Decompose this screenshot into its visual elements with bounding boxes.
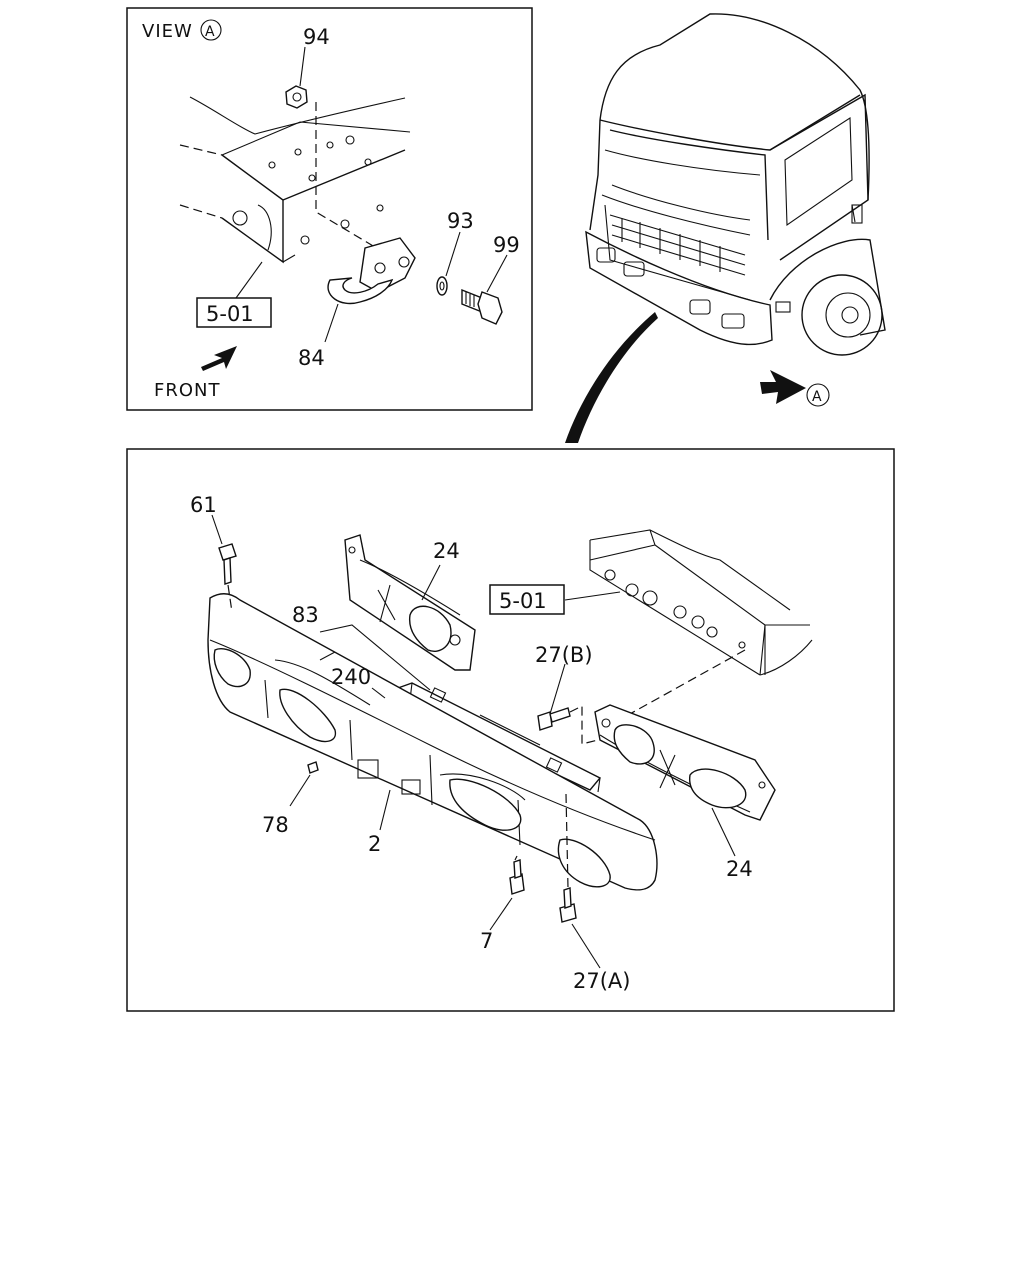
- callout-84: 84: [298, 346, 325, 370]
- callout-7: 7: [480, 929, 493, 953]
- bracket-24-top: [344, 534, 476, 671]
- rail-hole: [300, 235, 310, 245]
- bumper-lamp-right: [557, 838, 611, 888]
- nut-94: [285, 85, 308, 109]
- rail-hole: [340, 219, 350, 229]
- rail-hole: [232, 210, 248, 226]
- callout-2: 2: [368, 832, 381, 856]
- callout-27a: 27(A): [573, 969, 630, 993]
- view-marker-letter: A: [205, 24, 216, 40]
- inset-view-a: VIEW A: [126, 7, 533, 411]
- ref-box-label: 5-01: [206, 302, 254, 326]
- rail-hole: [326, 141, 334, 149]
- bolt-27a: [559, 887, 577, 923]
- ref-box-5-01-main: [489, 584, 565, 615]
- screw-7: [509, 859, 525, 895]
- bolt-99: [461, 288, 503, 325]
- bumper-slot: [401, 779, 421, 795]
- nut-78: [307, 761, 319, 774]
- rail-hole: [294, 148, 302, 156]
- bumper-lamp-mid-right: [449, 778, 522, 831]
- callout-24-right: 24: [726, 857, 753, 881]
- bolt-61: [218, 543, 237, 585]
- main-frame: [126, 448, 895, 1012]
- bumper-lamp: [596, 247, 616, 263]
- rail-hole: [308, 174, 316, 182]
- bumper-lamp: [689, 299, 711, 315]
- rail-hole: [364, 158, 372, 166]
- ref-box-label-main: 5-01: [499, 589, 547, 613]
- callout-61: 61: [190, 493, 217, 517]
- main-exploded-view: 61 24 83 240 27(B) 78 2 7 27(A) 24 5-01: [126, 448, 895, 1012]
- bolt-27b: [537, 707, 571, 731]
- bumper-lamp: [623, 261, 645, 277]
- truck-cab: A: [585, 13, 886, 407]
- connector-curve: [565, 312, 658, 443]
- view-a-arrow-icon: [760, 370, 806, 404]
- bumper-2: [207, 593, 658, 891]
- callout-27b: 27(B): [535, 643, 593, 667]
- bumper-lamp-left: [213, 648, 251, 688]
- callout-94: 94: [303, 25, 330, 49]
- front-arrow-icon: [201, 346, 237, 371]
- rail-hole: [268, 161, 276, 169]
- frame-rail: [179, 96, 411, 264]
- callout-240: 240: [331, 665, 371, 689]
- washer-93: [436, 276, 448, 296]
- bracket-24-right: [594, 704, 776, 821]
- callout-83: 83: [292, 603, 319, 627]
- view-label: VIEW: [142, 21, 193, 42]
- view-marker-circle: [200, 19, 222, 41]
- bumper-slot: [357, 759, 379, 779]
- ref-box-5-01-inset: [196, 297, 272, 328]
- grille: [604, 204, 751, 301]
- callout-99: 99: [493, 233, 520, 257]
- door-badge: [851, 204, 863, 224]
- rail-hole: [376, 204, 384, 212]
- callout-24-top: 24: [433, 539, 460, 563]
- bumper-lamp-mid-left: [279, 688, 337, 743]
- inset-frame: [126, 7, 533, 411]
- bumper-lamp: [721, 313, 745, 329]
- main-frame-rail: [589, 529, 813, 726]
- callout-93: 93: [447, 209, 474, 233]
- front-label: FRONT: [154, 380, 221, 401]
- view-marker-letter-truck: A: [812, 389, 823, 405]
- callout-78: 78: [262, 813, 289, 837]
- side-marker: [775, 301, 791, 313]
- front-wheel: [801, 274, 883, 356]
- rail-hole: [345, 135, 355, 145]
- view-marker-circle-truck: [806, 383, 830, 407]
- tow-hook-84: [327, 237, 416, 305]
